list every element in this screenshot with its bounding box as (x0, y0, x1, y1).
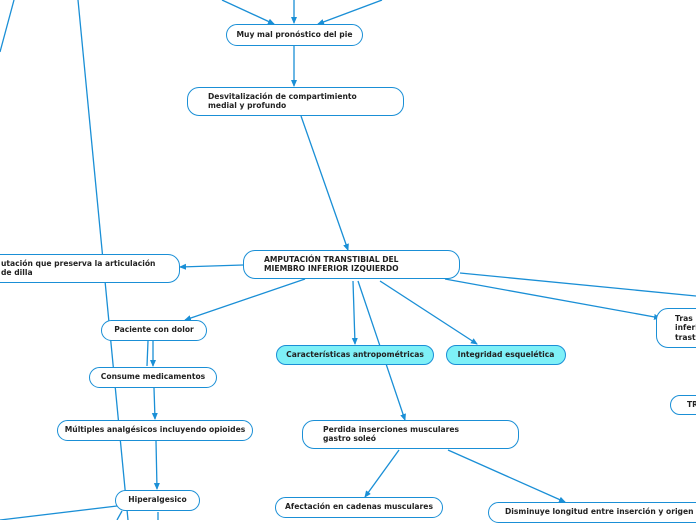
edge-central-paciente (184, 278, 306, 321)
node-hiperalgesico-label: Hiperalgesico (128, 495, 187, 505)
edge-perdida-disminuye (447, 449, 566, 503)
edge-central-integridad (379, 280, 478, 345)
node-perdida[interactable]: Perdida inserciones musculares gastro so… (302, 420, 519, 449)
edge-desvitalizacion-central (300, 115, 349, 251)
edge-perdida-afectacion (364, 449, 400, 498)
node-integridad[interactable]: Integridad esquelética (446, 345, 566, 365)
edge-central-preserva (179, 263, 244, 270)
node-disminuye-label: Disminuye longitud entre inserción y ori… (505, 507, 694, 517)
node-tras[interactable]: Tras inferi trasto (656, 308, 696, 348)
node-paciente-dolor-label: Paciente con dolor (114, 325, 194, 335)
node-integridad-label: Integridad esquelética (457, 349, 555, 359)
node-afectacion[interactable]: Afectación en cadenas musculares (275, 497, 443, 518)
edge-left-top (0, 0, 15, 53)
node-tras-label: Tras inferi trasto (675, 313, 696, 342)
node-central[interactable]: AMPUTACIÓN TRANSTIBIAL DEL MIEMBRO INFER… (243, 250, 460, 279)
edge-hiper-down (116, 510, 123, 520)
edge-consume-loop (146, 340, 149, 367)
node-tr[interactable]: TR (670, 395, 696, 415)
edge-top-left (221, 0, 275, 25)
node-pronostico[interactable]: Muy mal pronóstico del pie (226, 24, 363, 46)
edge-analgesicos-hiperalgesico (153, 440, 160, 490)
node-central-label: AMPUTACIÓN TRANSTIBIAL DEL MIEMBRO INFER… (264, 254, 399, 273)
node-tr-label: TR (687, 399, 696, 409)
node-paciente-dolor[interactable]: Paciente con dolor (101, 320, 207, 341)
edge-hiper-left (0, 505, 118, 520)
edge-central-antropometricas (351, 280, 358, 345)
node-preserva[interactable]: utación que preserva la articulación de … (0, 254, 180, 283)
node-desvitalizacion-label: Desvitalización de compartimiento medial… (208, 91, 357, 110)
edge-consume-analgesicos (151, 387, 158, 420)
node-consume-label: Consume medicamentos (100, 372, 206, 382)
edge-top-right (317, 0, 383, 25)
node-pronostico-label: Muy mal pronóstico del pie (236, 29, 353, 39)
node-analgesicos[interactable]: Múltiples analgésicos incluyendo opioide… (57, 420, 253, 441)
node-antropometricas[interactable]: Características antropométricas (276, 345, 434, 365)
node-desvitalizacion[interactable]: Desvitalización de compartimiento medial… (187, 87, 404, 116)
node-analgesicos-label: Múltiples analgésicos incluyendo opioide… (64, 425, 246, 435)
node-consume[interactable]: Consume medicamentos (89, 367, 217, 388)
edge-central-offright (459, 272, 696, 297)
node-preserva-label: utación que preserva la articulación de … (1, 258, 156, 277)
node-hiperalgesico[interactable]: Hiperalgesico (115, 490, 200, 511)
node-antropometricas-label: Características antropométricas (286, 349, 424, 359)
node-perdida-label: Perdida inserciones musculares gastro so… (323, 424, 460, 443)
node-afectacion-label: Afectación en cadenas musculares (285, 502, 433, 512)
edge-central-tras (444, 278, 661, 320)
